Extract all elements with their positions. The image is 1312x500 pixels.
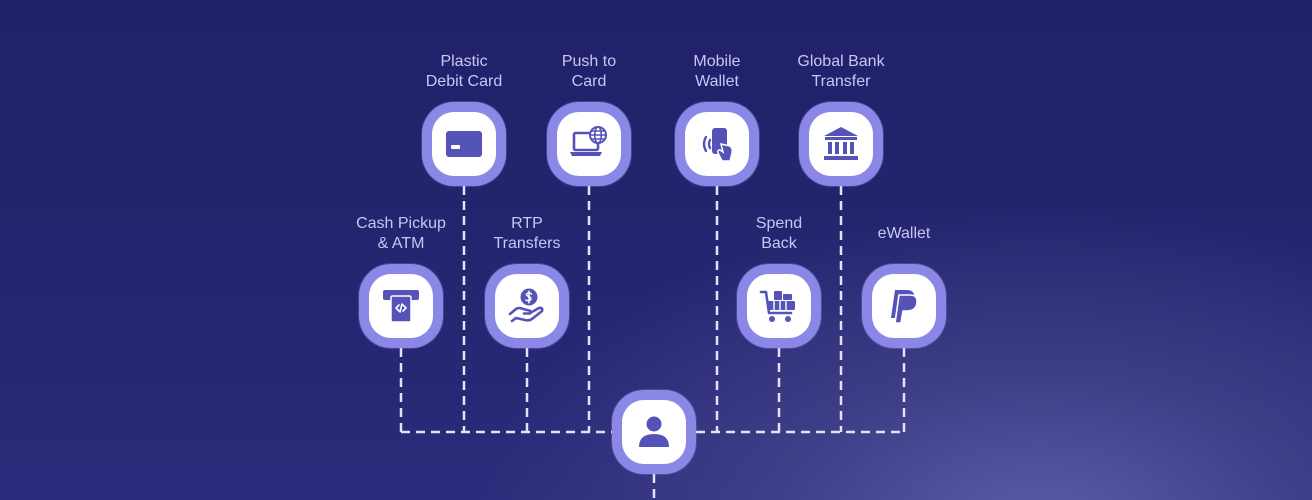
node-tile xyxy=(369,274,433,338)
label-spend-back: Spend Back xyxy=(755,215,803,252)
user-icon xyxy=(639,416,669,447)
node-push-to-card[interactable] xyxy=(547,102,631,186)
node-plastic-debit-card[interactable] xyxy=(422,102,506,186)
hand-coin-icon xyxy=(508,288,544,323)
node-global-bank-transfer[interactable] xyxy=(799,102,883,186)
paypal-icon xyxy=(891,290,918,324)
node-tile xyxy=(809,112,873,176)
label-ewallet: eWallet xyxy=(877,225,931,242)
atm-icon xyxy=(383,290,419,323)
label-mobile-wallet: Mobile Wallet xyxy=(693,53,741,90)
node-user[interactable] xyxy=(612,390,696,474)
node-cash-pickup-atm[interactable] xyxy=(359,264,443,348)
node-mobile-wallet[interactable] xyxy=(675,102,759,186)
node-rtp-transfers[interactable] xyxy=(485,264,569,348)
node-tile xyxy=(432,112,496,176)
label-rtp-transfers: RTP Transfers xyxy=(493,215,561,252)
bank-icon xyxy=(824,127,858,160)
node-tile xyxy=(685,112,749,176)
phone-tap-icon xyxy=(702,128,733,162)
node-tile xyxy=(495,274,559,338)
credit-card-icon xyxy=(446,131,482,157)
laptop-globe-icon xyxy=(570,126,607,156)
label-push-to-card: Push to Card xyxy=(561,53,617,90)
node-tile xyxy=(557,112,621,176)
label-cash-pickup-atm: Cash Pickup & ATM xyxy=(356,215,446,252)
label-plastic-debit-card: Plastic Debit Card xyxy=(425,53,503,90)
label-global-bank-transfer: Global Bank Transfer xyxy=(797,53,885,90)
node-spend-back[interactable] xyxy=(737,264,821,348)
shopping-cart-icon xyxy=(759,290,795,322)
node-tile xyxy=(622,400,686,464)
node-tile xyxy=(747,274,811,338)
node-ewallet[interactable] xyxy=(862,264,946,348)
node-tile xyxy=(872,274,936,338)
